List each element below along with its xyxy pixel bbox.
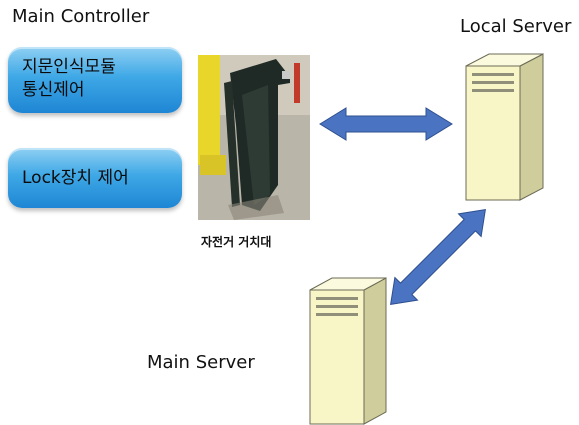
bike-rack-illustration xyxy=(198,55,310,220)
fingerprint-module-label-line1: 지문인식모듈 xyxy=(22,57,116,77)
main-server-icon xyxy=(309,277,387,425)
local-server-icon xyxy=(465,53,544,201)
bike-rack-photo xyxy=(198,55,310,220)
lock-device-control-label: Lock장치 제어 xyxy=(22,168,129,188)
fingerprint-module-label-line2: 통신제어 xyxy=(22,80,85,100)
rack-local-double-arrow xyxy=(319,107,453,141)
bike-rack-caption: 자전거 거치대 xyxy=(201,235,272,249)
local-main-double-arrow xyxy=(390,209,486,305)
fingerprint-module-comm-button[interactable]: 지문인식모듈 통신제어 xyxy=(8,47,182,113)
main-controller-title: Main Controller xyxy=(12,6,150,27)
main-server-label: Main Server xyxy=(147,352,255,373)
local-server-label: Local Server xyxy=(460,16,572,37)
lock-device-control-button[interactable]: Lock장치 제어 xyxy=(8,148,182,208)
